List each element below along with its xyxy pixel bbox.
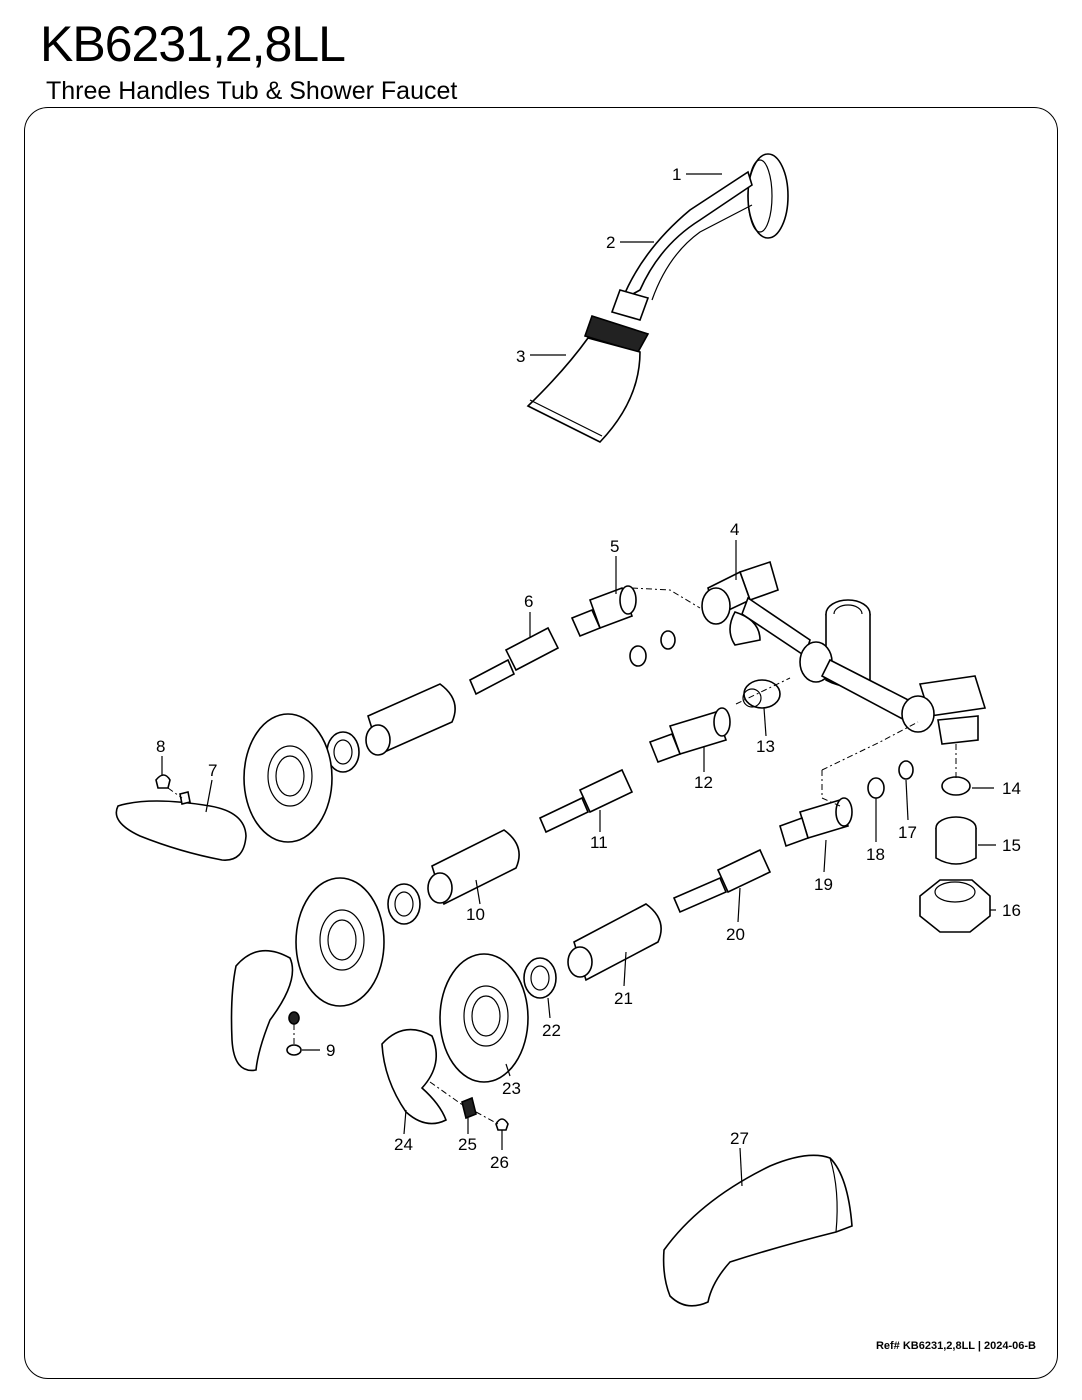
sleeve-21-part [567, 903, 662, 982]
callout-1: 1 [672, 165, 681, 184]
callout-23: 23 [502, 1079, 521, 1098]
callout-17: 17 [898, 823, 917, 842]
ref-separator: | [977, 1340, 981, 1352]
assembly-lines [167, 587, 957, 1125]
callout-2: 2 [606, 233, 615, 252]
sleeve-10-part [427, 829, 520, 906]
index-button-26-part [495, 1118, 509, 1131]
callout-19: 19 [814, 875, 833, 894]
callout-26: 26 [490, 1153, 509, 1172]
cartridge-5-part [570, 585, 637, 638]
callout-14: 14 [1002, 779, 1021, 798]
escutcheon-upper-part [243, 713, 333, 843]
handle-middle-part [230, 949, 294, 1072]
stem-extension-6-part [468, 626, 560, 696]
reference-footer: Ref# KB6231,2,8LL | 2024-06-B [876, 1340, 1036, 1352]
callout-8: 8 [156, 737, 165, 756]
callout-21: 21 [614, 989, 633, 1008]
callout-27: 27 [730, 1129, 749, 1148]
callout-20: 20 [726, 925, 745, 944]
callout-10: 10 [466, 905, 485, 924]
model-number: KB6231,2,8LL [40, 16, 346, 72]
adapter-15-part [935, 816, 977, 865]
shower-head-part [526, 289, 650, 443]
seat-17-part [660, 630, 914, 780]
ref-model: KB6231,2,8LL [902, 1340, 975, 1352]
callout-22: 22 [542, 1021, 561, 1040]
stem-extension-11-part [538, 768, 634, 834]
nut-16-part [919, 879, 991, 933]
cartridge-12-part [648, 707, 731, 764]
callout-7: 7 [208, 761, 217, 780]
callout-12: 12 [694, 773, 713, 792]
washer-14-part [941, 776, 971, 796]
callout-6: 6 [524, 592, 533, 611]
callout-24: 24 [394, 1135, 413, 1154]
index-button-8-part [155, 774, 171, 789]
set-screw-upper-part [179, 791, 191, 805]
leader-lines [161, 173, 996, 1187]
callout-18: 18 [866, 845, 885, 864]
escutcheon-middle-part [295, 877, 385, 1007]
callout-13: 13 [756, 737, 775, 756]
callout-3: 3 [516, 347, 525, 366]
sleeve-upper-part [365, 683, 456, 756]
callout-labels: 1 2 3 4 5 6 7 8 9 10 11 12 13 14 15 16 1… [156, 165, 1021, 1172]
callout-4: 4 [730, 520, 739, 539]
handle-7-part [115, 800, 247, 861]
tub-spout-part [662, 1154, 853, 1307]
spring-18-part [629, 645, 885, 799]
callout-9: 9 [326, 1041, 335, 1060]
diagram-frame [24, 107, 1058, 1379]
handle-24-part [381, 1028, 448, 1125]
cartridge-19-part [779, 797, 853, 848]
callout-11: 11 [590, 833, 608, 852]
escutcheon-23-part [439, 953, 529, 1083]
shower-arm-part [620, 170, 753, 302]
ref-prefix: Ref# [875, 1340, 900, 1352]
valve-body-part [701, 560, 987, 745]
callout-16: 16 [1002, 901, 1021, 920]
bonnet-nut-22-part [523, 957, 557, 999]
callout-15: 15 [1002, 836, 1021, 855]
callout-5: 5 [610, 537, 619, 556]
set-screw-25-part [461, 1096, 477, 1120]
stem-extension-20-part [672, 848, 772, 914]
bonnet-nut-middle-part [387, 883, 421, 925]
callout-25: 25 [458, 1135, 477, 1154]
diverter-13-part [742, 679, 781, 709]
product-subtitle: Three Handles Tub & Shower Faucet [46, 77, 458, 105]
shower-flange-part [747, 153, 789, 239]
ref-code: 2024-06-B [984, 1340, 1036, 1352]
